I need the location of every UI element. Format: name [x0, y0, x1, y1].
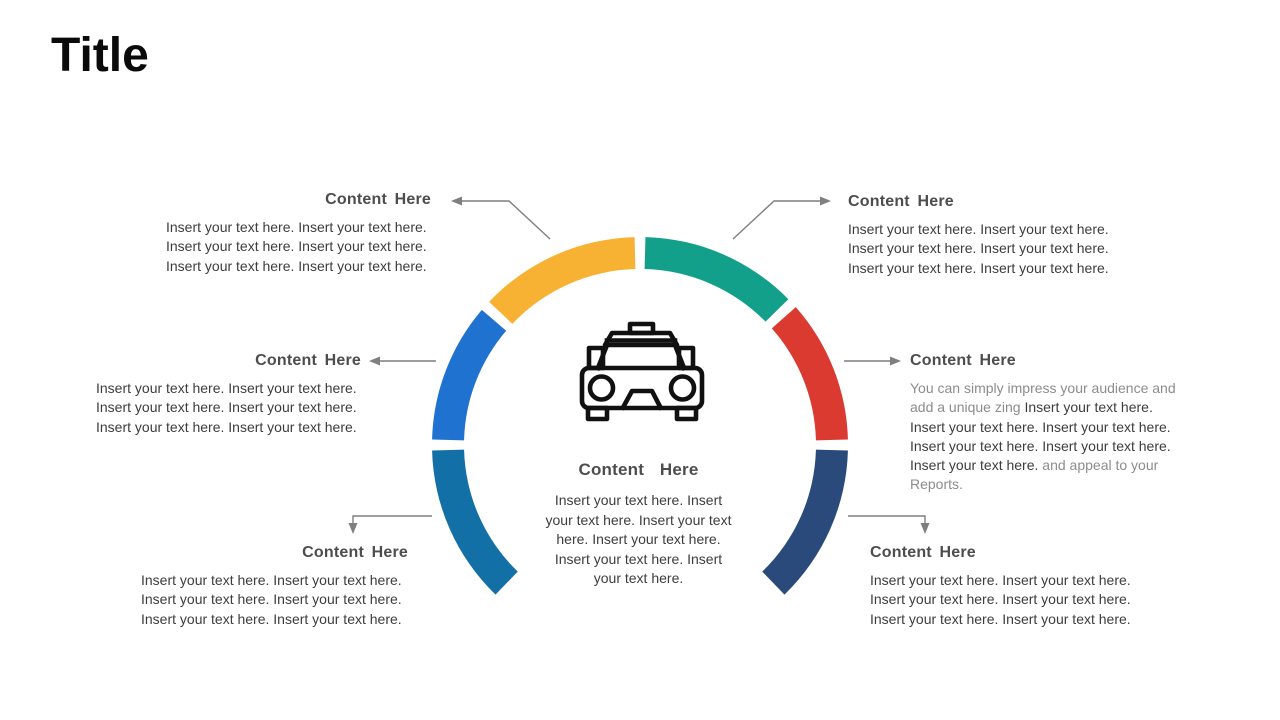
block-text-line: Insert your text here. Insert your text … — [96, 399, 357, 416]
block-text-line: Insert your text here. Insert your text … — [848, 221, 1109, 237]
content-block-bottom-left: Content Here Insert your text here. Inse… — [141, 544, 418, 629]
block-heading: Content Here — [848, 193, 954, 210]
placeholder-text: Insert your text here. — [1024, 399, 1153, 416]
placeholder-text: Insert your text here. — [910, 457, 1043, 474]
arc-segment-bottom-right-navy — [762, 449, 848, 595]
arrowhead-right-top — [820, 196, 831, 206]
block-text-line: your text here. — [593, 570, 684, 586]
connectors — [352, 200, 926, 525]
block-text-line: Insert your text here. Insert your text … — [166, 219, 427, 235]
block-text-line: Insert your text here. Insert your text … — [141, 591, 402, 608]
arc-segment-left-blue — [432, 309, 507, 441]
block-text-line: your text here. Insert your text — [545, 511, 732, 528]
muted-text: and appeal to your — [1042, 457, 1159, 474]
block-heading: Content Here — [325, 191, 431, 208]
taxi-mirror-right — [676, 345, 696, 371]
block-text-line: Reports. — [910, 475, 1194, 494]
block-text-line: Insert your text here. Insert — [554, 550, 723, 567]
taxi-grille — [619, 388, 664, 411]
block-text-line: Insert your text here. Insert your text … — [166, 257, 427, 274]
block-text-line: Insert your text here. Insert your text … — [141, 610, 402, 627]
block-text-line: Insert your text here. Insert your text … — [96, 380, 357, 396]
block-heading: Content Here — [302, 544, 408, 561]
block-text-line: here. Insert your text here. — [556, 531, 721, 547]
slide-title: Title — [51, 29, 149, 82]
block-text-line: Insert your text here. Insert your text … — [910, 437, 1171, 454]
arc-segment-bottom-left-steel-blue — [432, 449, 518, 595]
content-block-center: Content Here Insert your text here. Inse… — [539, 460, 738, 589]
taxi-headlight-left — [587, 374, 616, 402]
block-heading: Content Here — [578, 460, 699, 479]
arc-segment-right-red — [771, 307, 848, 441]
connector-top-left — [460, 200, 551, 240]
connector-bottom-left — [352, 515, 432, 525]
muted-text: You can simply impress your audience and — [910, 380, 1176, 396]
block-text-line: Insert your text here. Insert your text … — [166, 238, 427, 255]
content-block-mid-right: Content Here You can simply impress your… — [910, 352, 1194, 495]
content-block-bottom-right: Content Here Insert your text here. Inse… — [870, 544, 1148, 629]
taxi-wheel-right — [674, 405, 699, 422]
block-heading: Content Here — [870, 544, 976, 561]
muted-text: Reports. — [910, 476, 963, 493]
block-text-line: You can simply impress your audience and — [910, 379, 1194, 398]
block-text-line: Insert your text here. Insert your text … — [870, 572, 1131, 588]
muted-text: add a unique zing — [910, 399, 1025, 416]
taxi-body — [579, 365, 705, 411]
block-text-line: Insert your text here. Insert your text … — [870, 610, 1131, 627]
block-text-line: Insert your text here. Insert — [554, 492, 723, 508]
ring-segments — [432, 237, 848, 595]
block-text-line: add a unique zing Insert your text here. — [910, 398, 1194, 417]
arrowhead-left-top — [451, 196, 462, 206]
arrowhead-down-left — [348, 523, 358, 534]
block-text-line: Insert your text here. Insert your text … — [848, 259, 1109, 276]
taxi-headlight-right — [668, 374, 697, 402]
block-text-line: Insert your text here. Insert your text … — [870, 591, 1131, 608]
content-block-top-left: Content Here Insert your text here. Inse… — [166, 191, 443, 276]
content-block-mid-left: Content Here Insert your text here. Inse… — [96, 352, 373, 437]
taxi-mirror-left — [586, 345, 606, 371]
block-text-line: Insert your text here. and appeal to you… — [910, 456, 1194, 475]
block-heading: Content Here — [255, 352, 361, 369]
arrowhead-down-right — [920, 523, 930, 534]
arc-segment-top-right-green — [644, 237, 789, 322]
taxi-wheel-left — [585, 405, 610, 422]
arc-segment-top-left-yellow — [489, 237, 636, 324]
content-block-top-right: Content Here Insert your text here. Inse… — [848, 193, 1126, 278]
block-text-line: Insert your text here. Insert your text … — [96, 418, 357, 435]
block-text-line: Insert your text here. Insert your text … — [141, 572, 402, 588]
connector-bottom-right — [848, 515, 926, 525]
arrowhead-right-mid — [890, 356, 901, 366]
taxi-icon — [579, 321, 705, 422]
block-text-line: Insert your text here. Insert your text … — [848, 240, 1109, 257]
block-text-line: Insert your text here. Insert your text … — [910, 418, 1171, 435]
block-heading: Content Here — [910, 352, 1016, 369]
arrowhead-left-mid — [369, 356, 380, 366]
connector-top-right — [732, 200, 822, 240]
arrowheads — [348, 196, 930, 534]
